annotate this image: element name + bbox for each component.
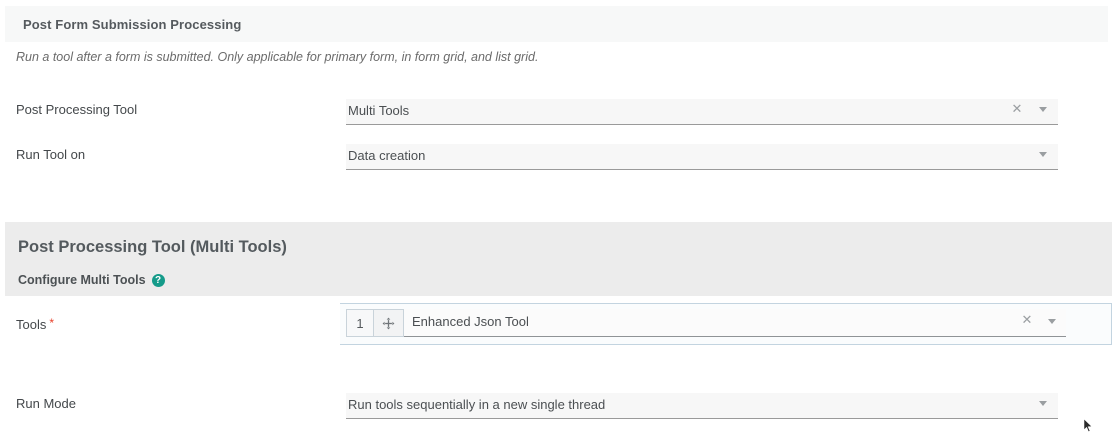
select-post-processing-tool[interactable]: Multi Tools ✕ [346,99,1058,125]
label-run-tool-on: Run Tool on [16,147,86,162]
select-tools[interactable]: Enhanced Json Tool ✕ [404,309,1066,337]
subtitle-text: Configure Multi Tools [18,273,146,287]
section-subtitle-configure: Configure Multi Tools ? [18,273,165,287]
tools-repeater-container: 1 Enhanced Json Tool ✕ [340,303,1112,345]
select-value: Run tools sequentially in a new single t… [348,397,606,412]
form-row-run-tool-on: Run Tool on Data creation [0,144,1112,174]
section-description: Run a tool after a form is submitted. On… [16,50,539,64]
label-post-processing-tool: Post Processing Tool [16,102,138,117]
chevron-down-icon[interactable] [1039,152,1047,157]
required-marker: * [49,316,55,330]
form-row-post-processing-tool: Post Processing Tool Multi Tools ✕ [0,99,1112,129]
form-row-tools: Tools* [0,313,1112,343]
select-value: Enhanced Json Tool [412,314,529,329]
chevron-down-icon[interactable] [1039,107,1047,112]
move-arrows-icon[interactable] [374,309,404,337]
label-tools: Tools* [16,316,54,332]
close-icon[interactable]: ✕ [1011,102,1023,117]
chevron-down-icon[interactable] [1048,319,1056,324]
select-value: Multi Tools [348,103,410,118]
label-run-mode: Run Mode [16,396,76,411]
help-circle-icon[interactable]: ? [151,273,165,287]
close-icon[interactable]: ✕ [1021,313,1033,328]
section-header-post-processing-tool: Post Processing Tool (Multi Tools) Confi… [5,222,1112,296]
tools-row-index: 1 [346,309,374,337]
tools-row: 1 Enhanced Json Tool ✕ [346,309,1066,337]
section-header-post-form-submission: Post Form Submission Processing [5,6,1108,42]
form-row-run-mode: Run Mode Run tools sequentially in a new… [0,393,1112,423]
section-title: Post Form Submission Processing [23,16,242,32]
select-run-mode[interactable]: Run tools sequentially in a new single t… [346,393,1058,419]
select-run-tool-on[interactable]: Data creation [346,144,1058,170]
label-tools-text: Tools [16,317,47,332]
select-value: Data creation [348,148,426,163]
section-title-multi-tools: Post Processing Tool (Multi Tools) [18,238,287,256]
chevron-down-icon[interactable] [1039,401,1047,406]
